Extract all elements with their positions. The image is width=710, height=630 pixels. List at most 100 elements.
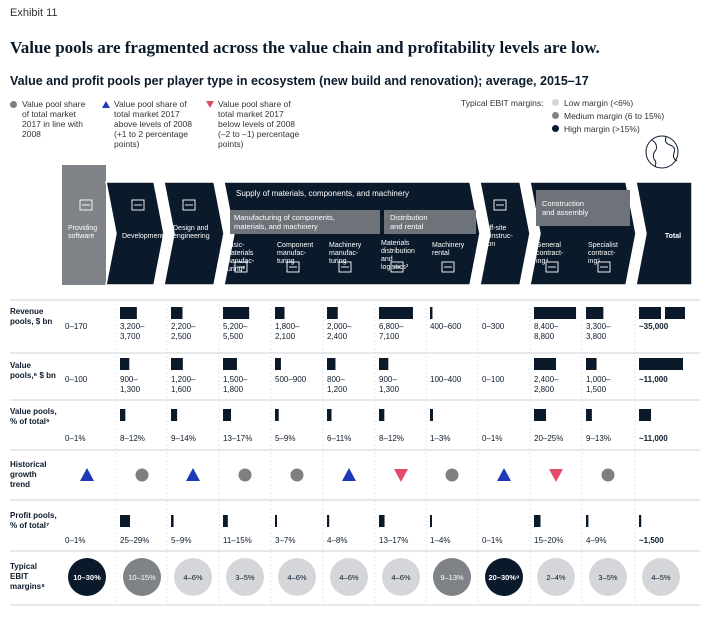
header-offsite-bg xyxy=(479,181,531,286)
profit-value: 15–20% xyxy=(534,536,563,545)
trend-up-icon xyxy=(80,468,94,481)
profit-value: ~1,500 xyxy=(639,536,664,545)
profit-bar xyxy=(430,515,432,527)
header-design-bg xyxy=(163,181,225,286)
trend-down-icon xyxy=(549,469,563,482)
ebit-legend-low-label: Low margin (<6%) xyxy=(564,98,634,108)
legend-below-line: Value pool share of xyxy=(218,99,291,109)
legend-below-line: points) xyxy=(218,139,244,149)
value-bn-bar xyxy=(327,358,336,370)
value-bn-bar xyxy=(534,358,556,370)
ebit-legend-title: Typical EBIT margins: xyxy=(461,98,544,108)
trend-neutral-icon xyxy=(601,468,615,482)
value-pct-bar xyxy=(586,409,592,421)
ebit-margin-circle xyxy=(330,558,368,596)
revenue-value: 2,200–2,500 xyxy=(171,322,196,341)
distribution-banner-bg xyxy=(384,210,476,234)
trend-up-icon xyxy=(497,468,511,481)
manufacturing-banner-label: Manufacturing of components,materials, a… xyxy=(234,213,335,231)
supply-banner-label: Supply of materials, components, and mac… xyxy=(236,189,409,198)
revenue-value: 3,300–3,800 xyxy=(586,322,611,341)
profit-bar xyxy=(534,515,541,527)
value-pct-bar xyxy=(430,409,433,421)
value-bn-bar xyxy=(223,358,237,370)
header-software-bg xyxy=(62,165,106,285)
value-pct-value: 6–11% xyxy=(327,434,351,443)
ebit-margin-circle xyxy=(226,558,264,596)
profit-bar xyxy=(275,515,277,527)
ebit-margin-circle xyxy=(382,558,420,596)
revenue-bar xyxy=(430,307,433,319)
legend-below-line: below levels of 2008 xyxy=(218,119,296,129)
legend-above-line: points) xyxy=(114,139,140,149)
value-pct-value: 20–25% xyxy=(534,434,563,443)
value-bn-value: ~11,000 xyxy=(639,375,668,384)
legend-below-line: total market 2017 xyxy=(218,109,284,119)
ebit-margin-value: 4–6% xyxy=(339,573,359,582)
profit-value: 13–17% xyxy=(379,536,408,545)
value-pct-value: 9–14% xyxy=(171,434,196,443)
revenue-bar xyxy=(120,307,137,319)
module-icon xyxy=(493,199,507,211)
legend-below: Value pool share of total market 2017 be… xyxy=(206,99,316,153)
value-bn-value: 100–400 xyxy=(430,375,462,384)
neutral-dot-icon xyxy=(10,101,17,108)
trend-neutral-icon xyxy=(238,468,252,482)
value-pct-bar xyxy=(120,409,126,421)
revenue-bar xyxy=(586,307,604,319)
low-margin-dot-icon xyxy=(552,99,559,106)
exhibit-label: Exhibit 11 xyxy=(10,7,58,19)
profit-bar xyxy=(120,515,130,527)
revenue-bar xyxy=(639,307,661,319)
trend-down-icon xyxy=(394,469,408,482)
row-label-profit-pct: Profit pools,% of total⁷ xyxy=(10,511,57,530)
ebit-margin-circle xyxy=(68,558,106,596)
value-bn-value: 900–1,300 xyxy=(120,375,141,394)
legend-above-line: total market 2017 xyxy=(114,109,180,119)
revenue-value: 0–300 xyxy=(482,322,505,331)
wrench-icon xyxy=(441,261,455,273)
value-bn-value: 1,200–1,600 xyxy=(171,375,196,394)
revenue-bar xyxy=(665,307,685,319)
legend-above: Value pool share of total market 2017 ab… xyxy=(102,99,212,153)
cube-icon xyxy=(131,199,145,211)
trend-neutral-icon xyxy=(290,468,304,482)
value-bn-value: 500–900 xyxy=(275,375,307,384)
profit-bar xyxy=(639,515,642,527)
up-triangle-icon xyxy=(102,101,110,108)
ebit-margin-circle xyxy=(485,558,523,596)
high-margin-dot-icon xyxy=(552,125,559,132)
ebit-margin-value: 10–30% xyxy=(73,573,101,582)
manufacturing-banner-bg xyxy=(230,210,380,234)
globe-icon xyxy=(645,135,679,169)
trend-up-icon xyxy=(186,468,200,481)
value-pct-bar xyxy=(171,409,178,421)
ebit-margin-circle xyxy=(123,558,161,596)
medium-margin-dot-icon xyxy=(552,112,559,119)
ebit-legend-high-label: High margin (>15%) xyxy=(564,124,640,134)
value-pct-value: ~11,000 xyxy=(639,434,668,443)
revenue-value: 2,000–2,400 xyxy=(327,322,352,341)
ebit-margin-value: 2–4% xyxy=(546,573,566,582)
legend-inline-line: 2017 in line with xyxy=(22,119,83,129)
ebit-margin-circle xyxy=(537,558,575,596)
ebit-legend-medium-label: Medium margin (6 to 15%) xyxy=(564,111,665,121)
revenue-bar xyxy=(171,307,183,319)
legend-above-line: Value pool share of xyxy=(114,99,187,109)
legend-below-line: (–2 to –1) percentage xyxy=(218,129,300,139)
value-pct-value: 5–9% xyxy=(275,434,295,443)
legend-inline-line: of total market xyxy=(22,109,76,119)
revenue-value: 8,400–8,800 xyxy=(534,322,559,341)
code-monitor-icon xyxy=(79,199,93,211)
revenue-value: 0–170 xyxy=(65,322,88,331)
ebit-margin-value: 9–13% xyxy=(440,573,464,582)
trend-neutral-icon xyxy=(445,468,459,482)
